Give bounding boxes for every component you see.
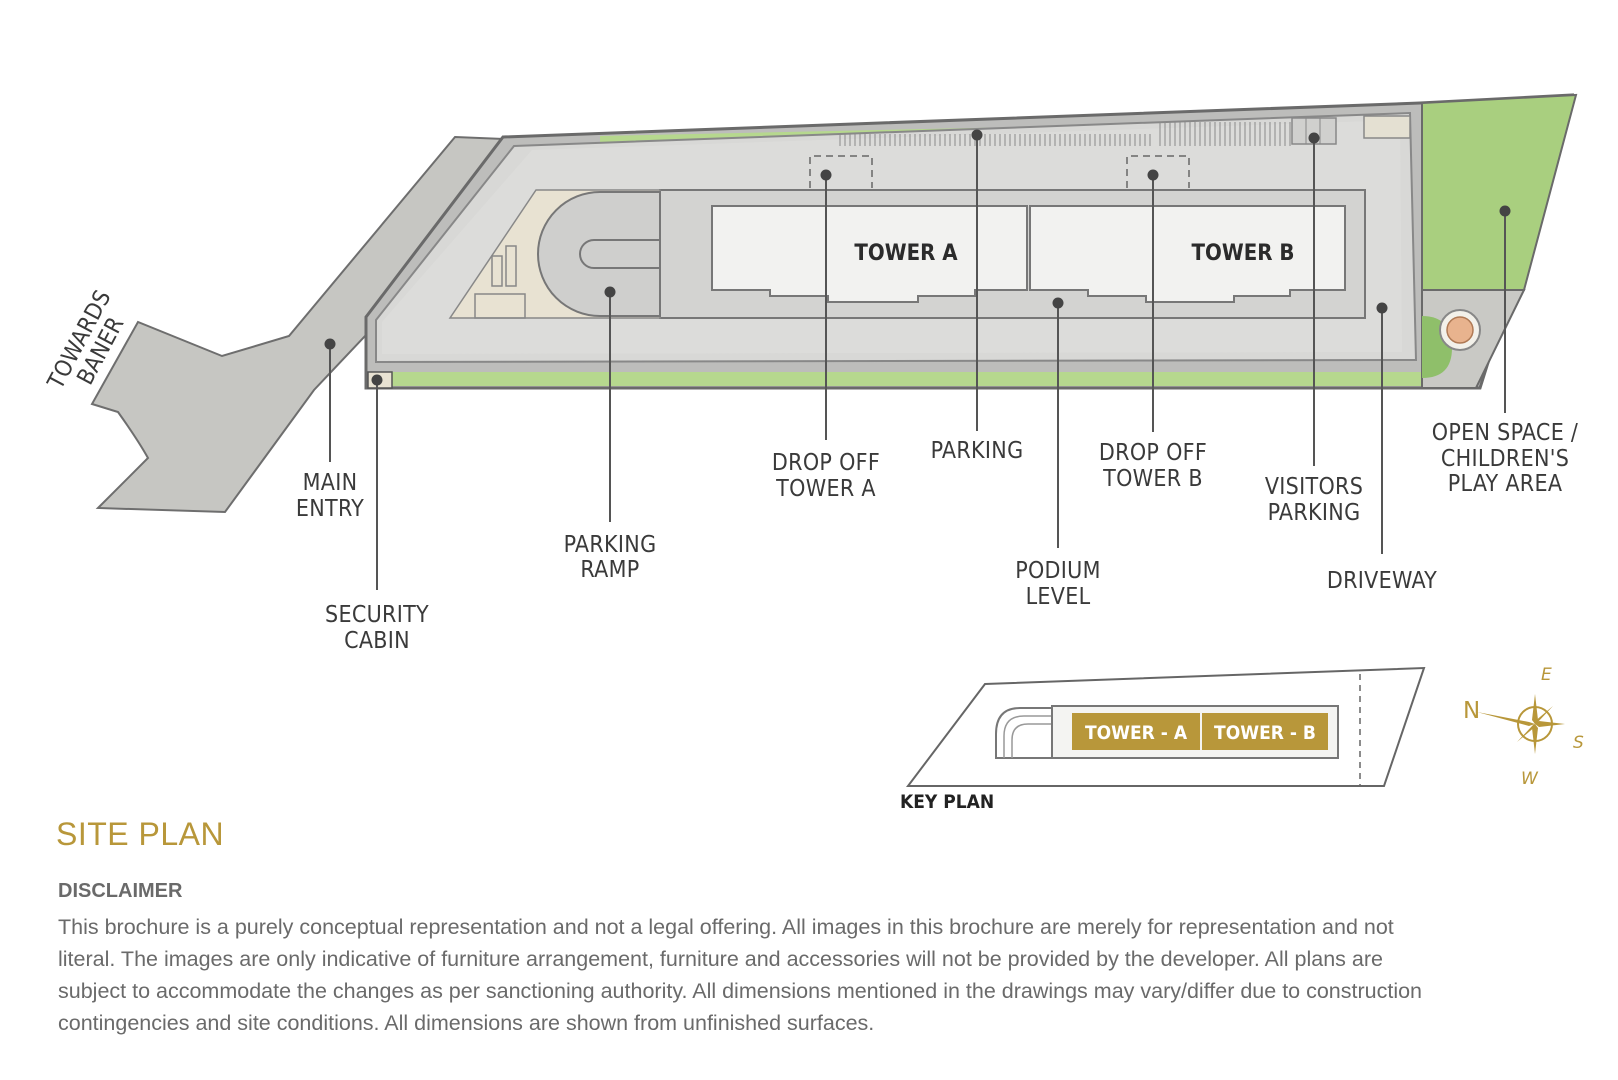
key-plan-tower-b bbox=[1202, 713, 1328, 750]
tower-b-footprint bbox=[1029, 205, 1346, 303]
south-green-strip bbox=[384, 372, 1422, 386]
podium-level-line1: PODIUM bbox=[1015, 558, 1101, 584]
podium-level-line2: LEVEL bbox=[1026, 584, 1091, 610]
drop-off-a-zone bbox=[809, 155, 873, 188]
parking-label: PARKING bbox=[931, 438, 1024, 464]
key-plan-ramp bbox=[995, 707, 1052, 759]
ramp-bay-1 bbox=[491, 255, 503, 287]
tower-b-label: TOWER B bbox=[1192, 241, 1295, 266]
key-plan-tower-a-label: TOWER - A bbox=[1085, 722, 1188, 744]
disclaimer-text: This brochure is a purely conceptual rep… bbox=[58, 915, 1423, 1035]
main-entry-line2: ENTRY bbox=[296, 496, 364, 522]
disclaimer-heading: DISCLAIMER bbox=[58, 880, 183, 902]
ramp-curve bbox=[537, 191, 661, 317]
ramp-bay-2 bbox=[505, 245, 517, 287]
drop-off-a-line1: DROP OFF bbox=[772, 450, 880, 476]
parking-ramp-line2: RAMP bbox=[580, 557, 639, 583]
open-space-line1: OPEN SPACE / bbox=[1432, 420, 1578, 446]
compass-w: W bbox=[1521, 769, 1539, 789]
security-cabin-line2: CABIN bbox=[344, 628, 410, 654]
parking-ramp-line1: PARKING bbox=[564, 532, 657, 558]
access-road bbox=[90, 135, 507, 514]
open-space-line3: PLAY AREA bbox=[1448, 471, 1563, 497]
drop-off-a-line2: TOWER A bbox=[775, 476, 876, 502]
tower-a-footprint bbox=[711, 205, 1028, 303]
ramp-inner bbox=[579, 239, 660, 269]
open-space-line2: CHILDREN'S bbox=[1441, 446, 1569, 472]
key-plan-title: KEY PLAN bbox=[900, 791, 994, 813]
parking-stalls bbox=[839, 122, 1291, 146]
key-plan-tower-a bbox=[1072, 713, 1200, 750]
drop-off-b-line2: TOWER B bbox=[1102, 466, 1203, 492]
page-title: SITE PLAN bbox=[56, 816, 225, 852]
open-space-area bbox=[1421, 93, 1578, 291]
drop-off-b-line1: DROP OFF bbox=[1099, 440, 1207, 466]
drop-off-b-zone bbox=[1126, 155, 1190, 188]
north-service-block bbox=[1363, 115, 1411, 139]
visitors-parking-line2: PARKING bbox=[1268, 500, 1361, 526]
driveway-label: DRIVEWAY bbox=[1327, 568, 1437, 594]
visitors-parking-bays bbox=[1291, 117, 1337, 145]
play-feature-inner bbox=[1446, 316, 1474, 344]
compass-e: E bbox=[1541, 665, 1552, 685]
compass-s: S bbox=[1573, 733, 1584, 753]
compass-icon: N E S W bbox=[1463, 665, 1584, 789]
visitors-parking-line1: VISITORS bbox=[1265, 474, 1363, 500]
security-cabin-line1: SECURITY bbox=[325, 602, 429, 628]
tower-a-label: TOWER A bbox=[854, 241, 958, 266]
ramp-box bbox=[474, 293, 526, 319]
main-entry-line1: MAIN bbox=[303, 470, 358, 496]
key-plan: TOWER - A TOWER - B KEY PLAN bbox=[900, 666, 1426, 813]
key-plan-tower-b-label: TOWER - B bbox=[1214, 722, 1316, 744]
compass-n: N bbox=[1463, 698, 1480, 724]
